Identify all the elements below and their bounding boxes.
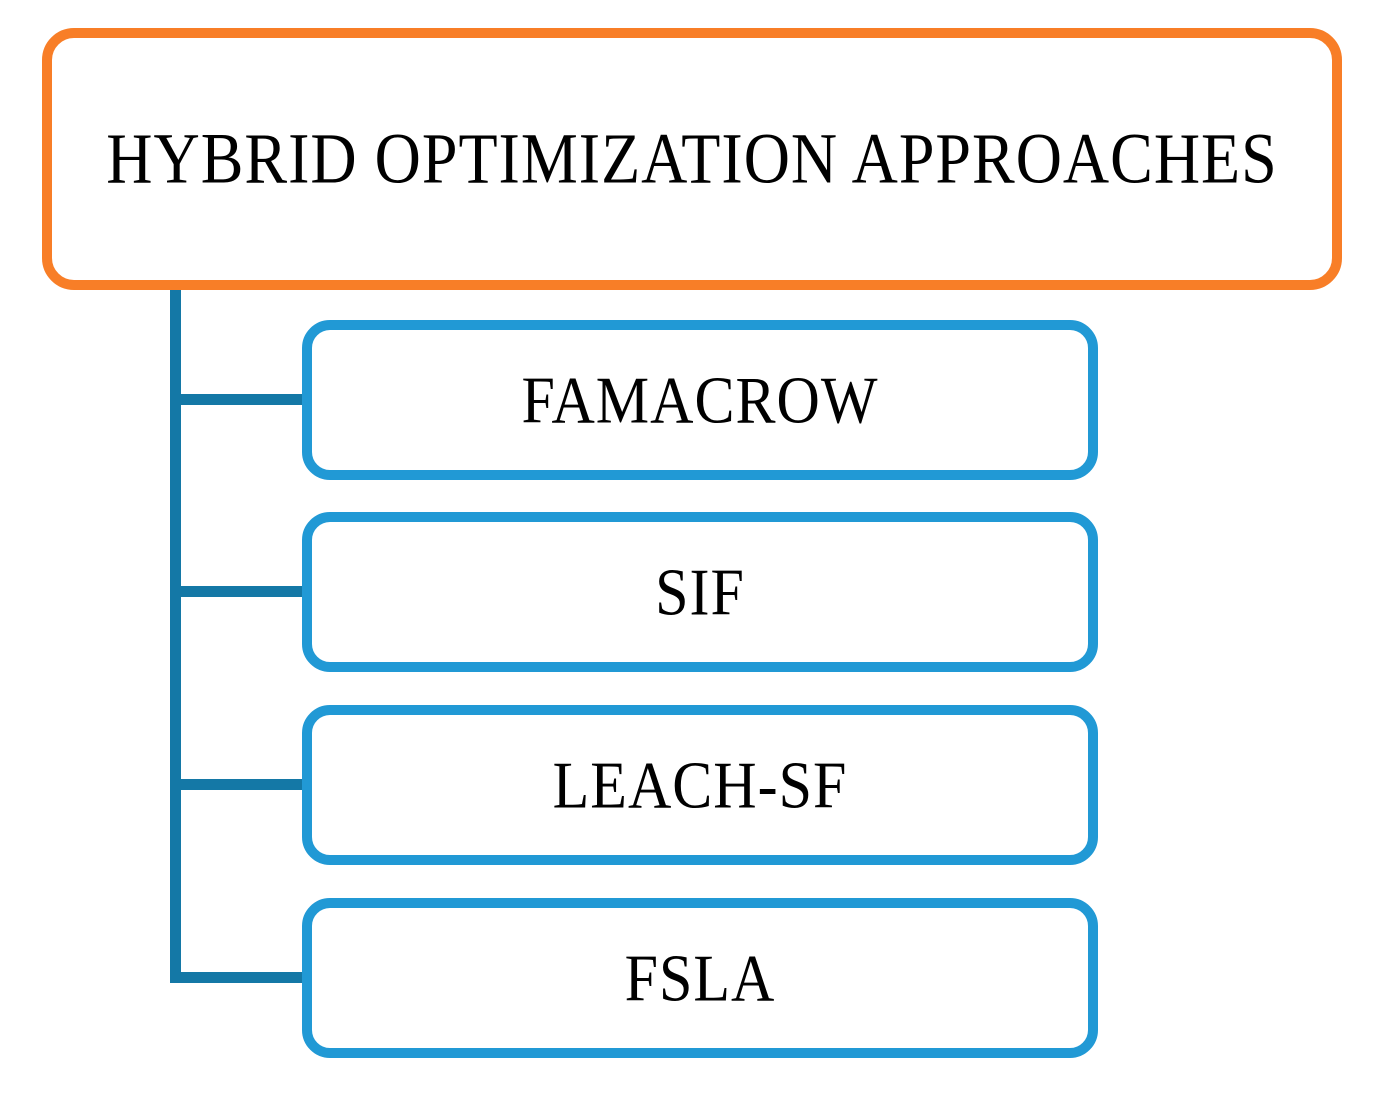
child-box-fsla: FSLA xyxy=(302,898,1098,1058)
connector-branch-leach-sf xyxy=(170,779,310,790)
child-box-sif-label: SIF xyxy=(655,554,745,629)
root-box: HYBRID OPTIMIZATION APPROACHES xyxy=(42,28,1342,290)
child-box-sif: SIF xyxy=(302,512,1098,672)
connector-trunk xyxy=(170,288,181,983)
child-box-leach-sf-label: LEACH-SF xyxy=(552,747,848,822)
connector-branch-famacrow xyxy=(170,394,310,405)
connector-branch-sif xyxy=(170,586,310,597)
child-box-leach-sf: LEACH-SF xyxy=(302,705,1098,865)
connector-branch-fsla xyxy=(170,972,310,983)
root-box-label: HYBRID OPTIMIZATION APPROACHES xyxy=(106,118,1278,199)
child-box-famacrow: FAMACROW xyxy=(302,320,1098,480)
child-box-famacrow-label: FAMACROW xyxy=(521,362,879,437)
child-box-fsla-label: FSLA xyxy=(624,940,776,1015)
